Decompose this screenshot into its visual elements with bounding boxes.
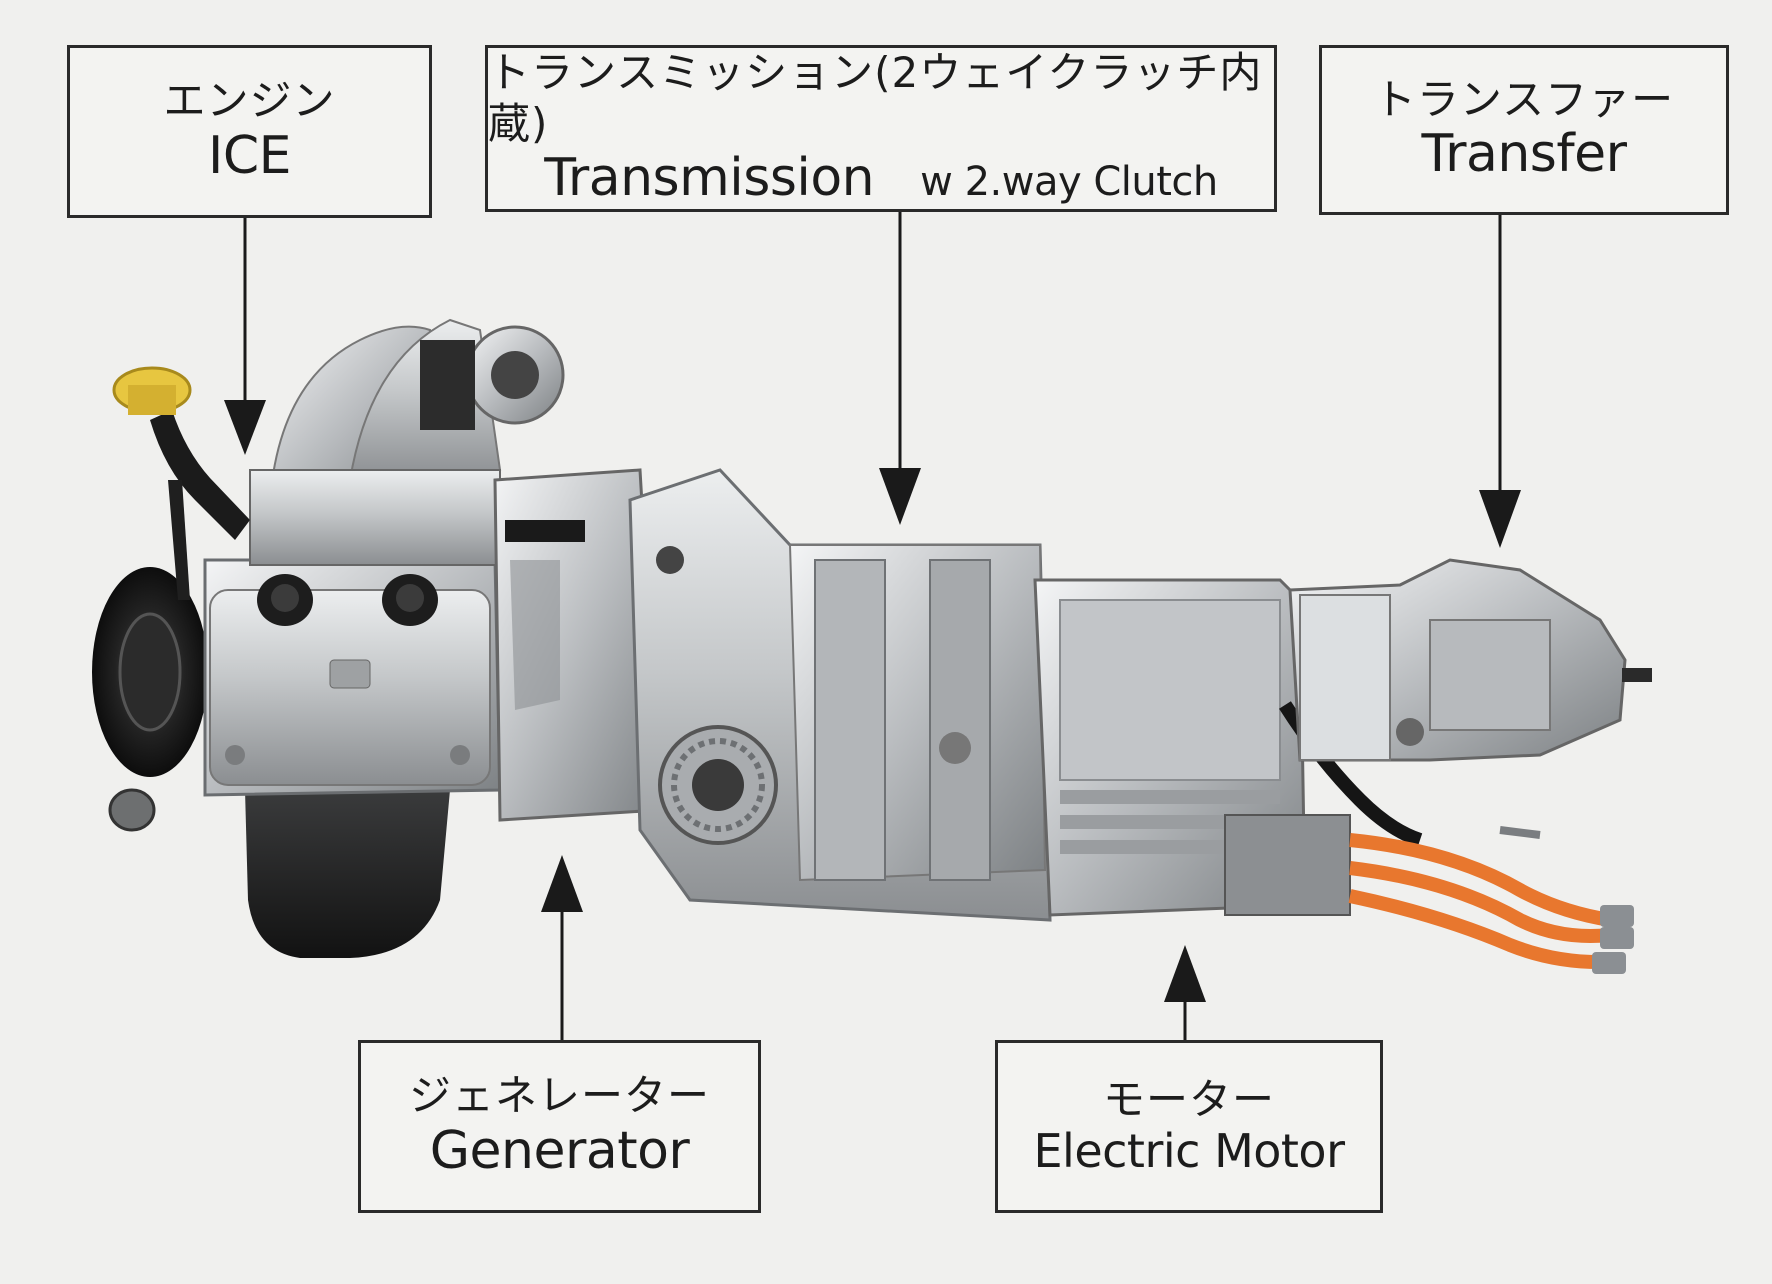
label-generator-ja: ジェネレーター (408, 1071, 710, 1121)
label-box-motor: モーター Electric Motor (995, 1040, 1383, 1213)
label-box-generator: ジェネレーター Generator (358, 1040, 761, 1213)
label-transfer-ja: トランスファー (1373, 74, 1675, 124)
label-transmission-en-row: Transmission w 2.way Clutch (544, 147, 1218, 209)
arrow-head-motor (1164, 945, 1206, 1002)
callout-arrows (224, 212, 1521, 1040)
arrow-head-generator (541, 855, 583, 912)
engine-block (92, 318, 565, 958)
label-transmission-en: Transmission (544, 147, 875, 208)
arrow-head-ice (224, 400, 266, 455)
label-box-transmission: トランスミッション(2ウェイクラッチ内蔵) Transmission w 2.w… (485, 45, 1277, 212)
label-box-transfer: トランスファー Transfer (1319, 45, 1729, 215)
label-motor-en: Electric Motor (1033, 1124, 1345, 1179)
label-transmission-ja: トランスミッション(2ウェイクラッチ内蔵) (488, 48, 1263, 148)
generator-housing (493, 468, 662, 822)
label-motor-ja: モーター (1102, 1074, 1275, 1124)
label-box-ice: エンジン ICE (67, 45, 432, 218)
label-transmission-suffix: w 2.way Clutch (920, 158, 1218, 205)
label-ice-ja: エンジン (163, 76, 336, 126)
arrow-head-transmission (879, 468, 921, 525)
arrow-head-transfer (1479, 490, 1521, 548)
transmission-case (628, 468, 1052, 922)
label-generator-en: Generator (429, 1120, 690, 1181)
label-transfer-en: Transfer (1421, 124, 1627, 185)
label-ice-en: ICE (208, 125, 292, 186)
transfer-case (1288, 558, 1652, 762)
